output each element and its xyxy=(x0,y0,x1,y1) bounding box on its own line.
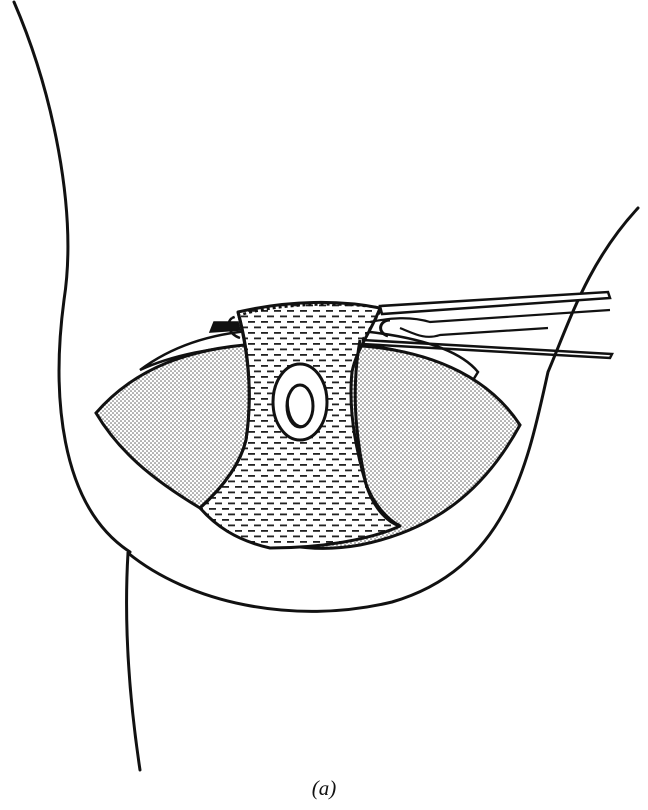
nipple xyxy=(287,385,313,427)
body-contour-left xyxy=(14,2,130,552)
trunk-line xyxy=(127,553,141,770)
figure-caption: (a) xyxy=(0,776,648,801)
